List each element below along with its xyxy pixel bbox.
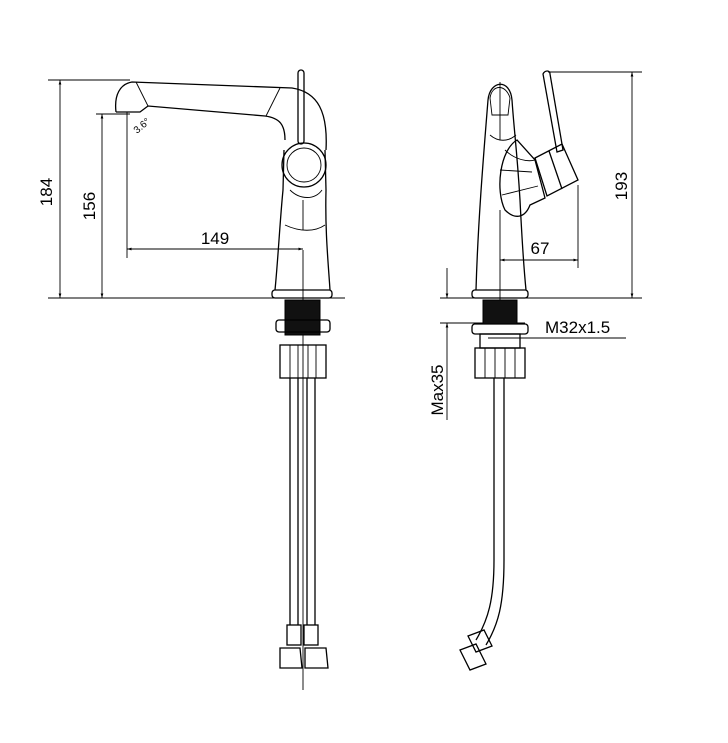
- spout-outlet: [489, 82, 517, 141]
- thread-label: M32x1.5: [545, 318, 610, 337]
- nut-ridges: [289, 345, 317, 378]
- faucet-body-side: [475, 83, 527, 291]
- dimension-label-156: 156: [80, 192, 99, 220]
- dimension-label-67: 67: [531, 239, 550, 258]
- hose-fitting-nut-side: [459, 643, 487, 671]
- handle-housing: [499, 139, 546, 217]
- side-view: 193 67 Max35 M32x1.5: [428, 70, 642, 671]
- handle-cylinder: [534, 143, 579, 197]
- spout-bottom: [116, 105, 286, 141]
- hose-fitting-nuts: [279, 647, 329, 669]
- washer: [275, 319, 331, 333]
- cartridge-cap: [281, 142, 327, 188]
- dimension-label-184: 184: [37, 178, 56, 206]
- mounting-thread: [284, 299, 321, 336]
- base-flange-side: [471, 289, 529, 299]
- lever-handle: [297, 69, 305, 145]
- handle-band: [548, 150, 563, 190]
- hose-ferrule-side: [467, 629, 493, 653]
- nut-ridges-side: [484, 348, 516, 378]
- base-flange: [271, 289, 333, 299]
- spout-seams: [135, 81, 281, 117]
- body-detail: [284, 189, 326, 231]
- washer-side: [471, 323, 529, 335]
- housing-detail: [499, 149, 539, 196]
- cartridge-cap-inner: [286, 147, 322, 183]
- angle-label: 3.6°: [132, 116, 153, 136]
- dimension-label-193: 193: [612, 172, 631, 200]
- faucet-body: [274, 149, 331, 291]
- dimension-label-149: 149: [201, 229, 229, 248]
- supply-hose-side: [475, 378, 505, 646]
- mounting-nut: [279, 344, 327, 379]
- front-view: 184 156 149 3.6°: [37, 69, 345, 690]
- dimension-label-max35: Max35: [428, 364, 447, 415]
- spout-top: [114, 81, 327, 151]
- supply-hoses: [289, 378, 316, 625]
- bracket-side: [479, 333, 521, 349]
- hose-ferrule-right: [303, 624, 319, 646]
- mounting-nut-side: [474, 347, 526, 379]
- lever-handle-side: [542, 70, 564, 153]
- mounting-thread-side: [482, 299, 518, 325]
- hose-ferrule-left: [286, 624, 302, 646]
